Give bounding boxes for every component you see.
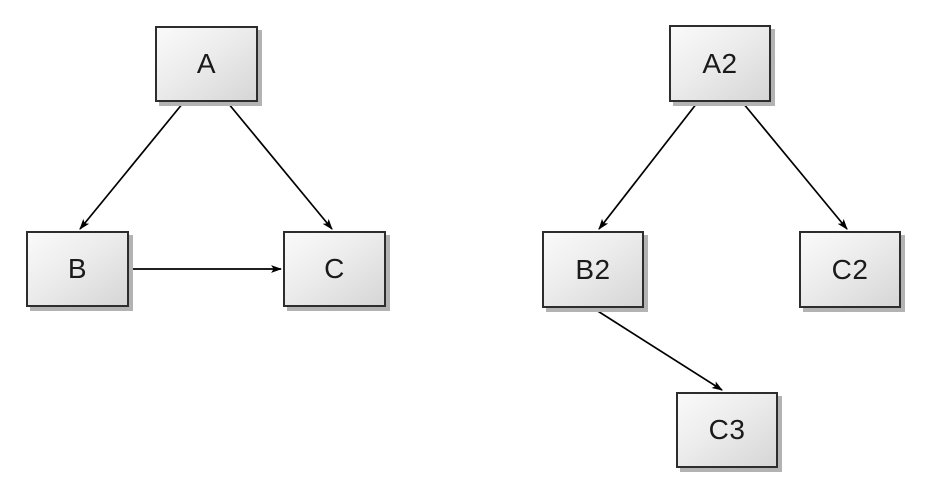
node-A[interactable]: A	[155, 26, 258, 102]
edge-A-to-B	[79, 102, 184, 230]
node-C2[interactable]: C2	[799, 231, 901, 308]
node-B[interactable]: B	[26, 231, 129, 307]
node-label: C2	[831, 253, 869, 285]
edge-B2-to-C3	[592, 307, 723, 391]
node-label: C	[324, 253, 345, 284]
node-B2[interactable]: B2	[542, 231, 644, 308]
node-label: B	[67, 253, 88, 284]
edge-A-to-C	[227, 102, 333, 230]
node-C[interactable]: C	[283, 231, 386, 307]
node-label: B2	[575, 253, 611, 285]
node-C3[interactable]: C3	[676, 392, 778, 468]
node-label: A2	[702, 47, 738, 79]
node-label: A	[196, 48, 217, 79]
edge-A2-to-B2	[598, 102, 698, 230]
edge-A2-to-C2	[742, 102, 848, 230]
node-label: C3	[708, 414, 746, 445]
node-A2[interactable]: A2	[669, 25, 771, 102]
